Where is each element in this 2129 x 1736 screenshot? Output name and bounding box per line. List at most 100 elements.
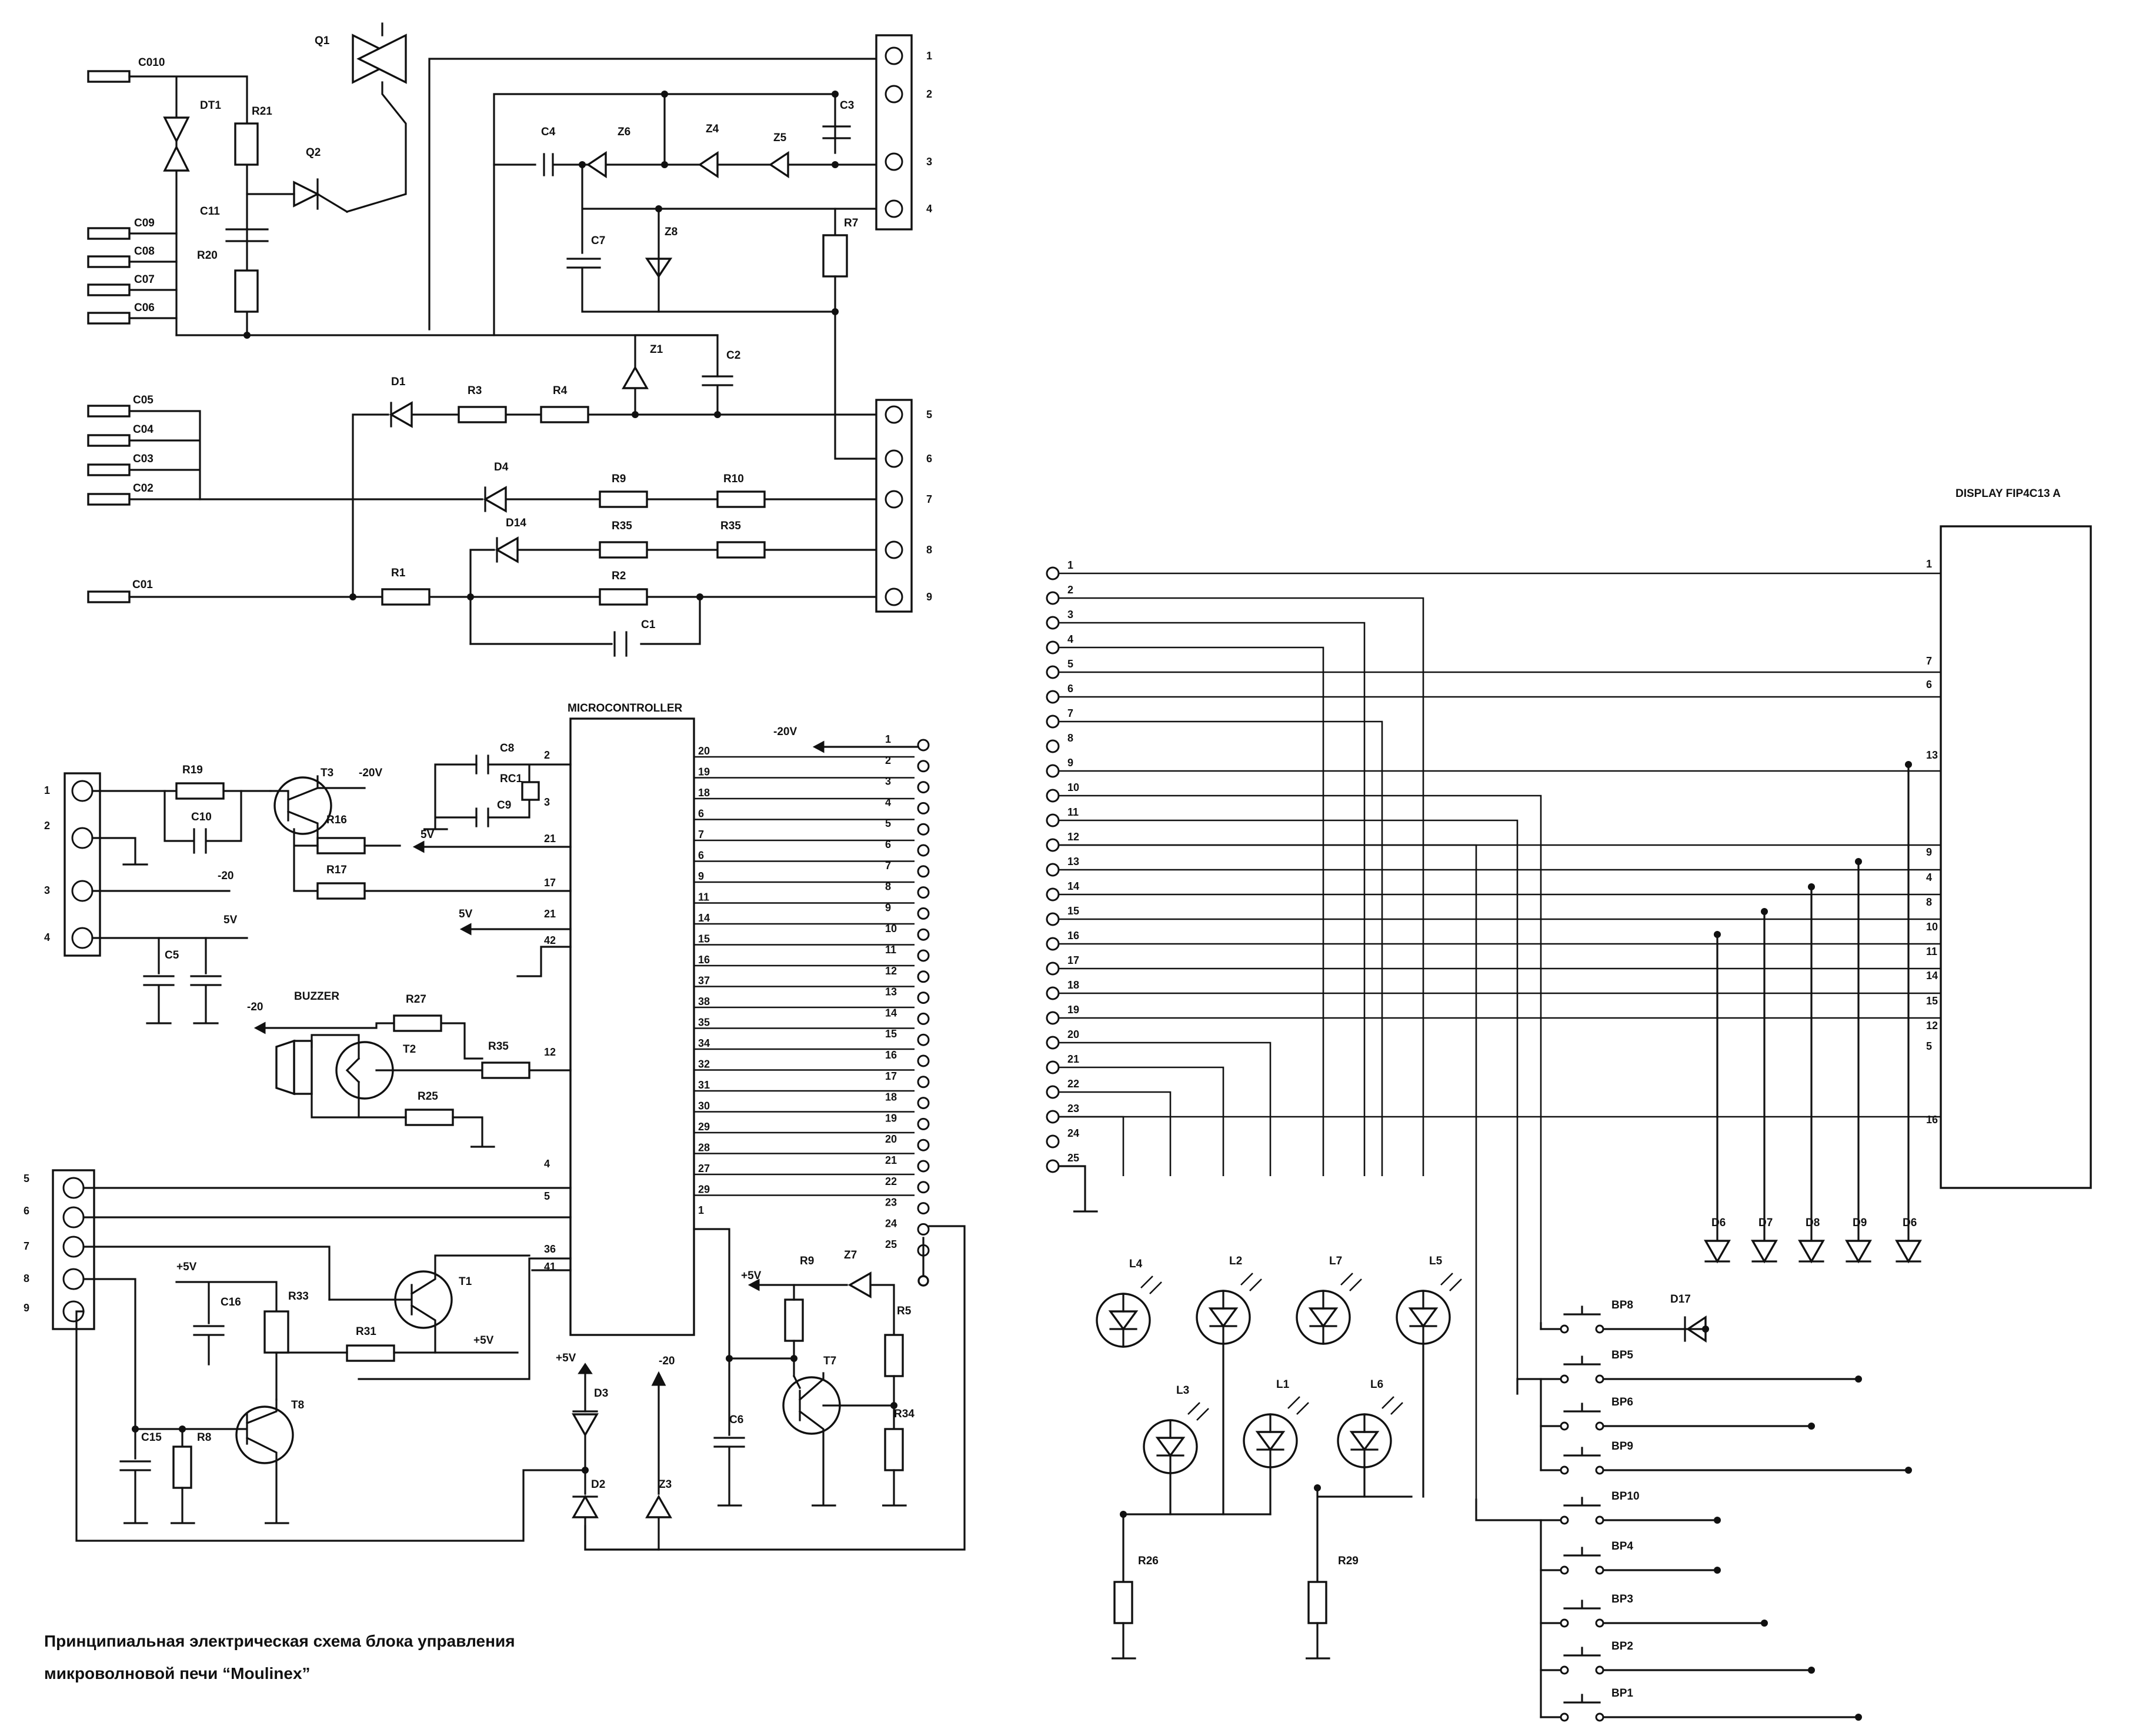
label-c8: C8 — [500, 742, 514, 755]
label-r20: R20 — [197, 249, 218, 262]
label-r25: R25 — [418, 1090, 438, 1103]
resistor-r33 — [263, 1310, 289, 1354]
mcu-right-pin-label: 29 — [698, 1121, 710, 1133]
left-conn-pin-label: 13 — [1067, 856, 1079, 867]
mcu-conn-pin — [917, 739, 930, 752]
button-bp8[interactable] — [1563, 1306, 1601, 1316]
display-pin-label: 8 — [1926, 896, 1932, 908]
label-l2: L2 — [1229, 1255, 1242, 1267]
mcu-conn-pin-label: 6 — [885, 839, 891, 850]
mcu-conn-pin — [917, 928, 930, 941]
display-pin-label: 14 — [1926, 970, 1938, 981]
button-bp4[interactable] — [1563, 1547, 1601, 1557]
connector-a — [875, 34, 913, 231]
button-bp6[interactable] — [1563, 1403, 1601, 1413]
left-conn-pin — [1046, 566, 1060, 580]
mcu-right-pin-label: 29 — [698, 1184, 710, 1196]
label-c05: C05 — [133, 394, 153, 406]
left-conn-pin-label: 9 — [1067, 757, 1073, 769]
label-bp4: BP4 — [1611, 1540, 1633, 1553]
mcu-left-pin-label: 4 — [544, 1158, 550, 1170]
label-l5: L5 — [1429, 1255, 1443, 1267]
left-conn-pin — [1046, 986, 1060, 1000]
label-c06: C06 — [134, 302, 155, 314]
left-conn-pin-label: 24 — [1067, 1127, 1079, 1139]
button-bp5[interactable] — [1563, 1356, 1601, 1366]
conn-b-pin — [885, 449, 903, 468]
button-bp2[interactable] — [1563, 1647, 1601, 1657]
label-c11: C11 — [200, 205, 220, 218]
label-c9: C9 — [497, 799, 511, 812]
label-r9-b: R9 — [800, 1255, 814, 1267]
display-pin-label: 7 — [1926, 655, 1932, 667]
mcu-conn-pin-label: 12 — [885, 965, 897, 977]
label-pos5v-b: +5V — [176, 1261, 197, 1273]
label-c2: C2 — [726, 349, 740, 362]
mcu-conn-pin — [917, 865, 930, 878]
mcu-conn-pin-label: 8 — [885, 881, 891, 893]
left-conn-pin-label: 10 — [1067, 782, 1079, 793]
label-c04: C04 — [133, 423, 153, 436]
label-pos5v-a: +5V — [473, 1334, 494, 1347]
diode-d14 — [495, 536, 519, 563]
label-r8: R8 — [197, 1431, 211, 1444]
label-d3: D3 — [594, 1387, 608, 1400]
label-d6b: D6 — [1903, 1217, 1917, 1229]
resistor-r9-b — [784, 1298, 804, 1342]
mcu-conn-pin — [917, 1033, 930, 1046]
left-conn-pin-label: 19 — [1067, 1004, 1079, 1016]
left-conn-pin-label: 18 — [1067, 979, 1079, 991]
svg-text:9: 9 — [24, 1302, 29, 1314]
mcu-conn-pin — [917, 991, 930, 1004]
mcu-conn-pin-label: 17 — [885, 1070, 897, 1082]
mcu-conn-pin-label: 25 — [885, 1238, 897, 1250]
label-t8: T8 — [291, 1399, 304, 1411]
resistor-r35-a — [599, 541, 648, 559]
mcu-right-pin-label: 32 — [698, 1059, 710, 1070]
mcu-right-pin-label: 16 — [698, 954, 710, 966]
label-r35-a: R35 — [612, 520, 632, 532]
mcu-conn-pin-label: 10 — [885, 923, 897, 934]
terminal-c03 — [87, 463, 131, 476]
label-l7: L7 — [1329, 1255, 1342, 1267]
left-conn-pin — [1046, 591, 1060, 605]
mcu-conn-pin-label: 15 — [885, 1028, 897, 1040]
label-d4: D4 — [494, 461, 509, 473]
connector-left-top — [64, 772, 101, 957]
mcu-left-pin-label: 12 — [544, 1046, 556, 1058]
resistor-r35-b — [716, 541, 766, 559]
svg-text:4: 4 — [44, 932, 50, 943]
mcu-title: MICROCONTROLLER — [568, 702, 683, 715]
display-pin-label: 9 — [1926, 846, 1932, 858]
label-neg20-c: -20 — [659, 1355, 675, 1367]
mcu-left-pin-label: 3 — [544, 796, 550, 808]
label-d1: D1 — [391, 376, 406, 388]
label-r29: R29 — [1338, 1555, 1359, 1567]
svg-text:7: 7 — [24, 1240, 29, 1252]
mcu-right-pin-label: 6 — [698, 808, 704, 820]
mcu-conn-pin — [917, 970, 930, 983]
mcu-conn-pin-label: 18 — [885, 1091, 897, 1103]
left-conn-pin-label: 2 — [1067, 584, 1073, 596]
conn-a-pin — [885, 199, 903, 218]
mcu-conn-pin-label: 22 — [885, 1176, 897, 1187]
label-t7: T7 — [823, 1355, 836, 1367]
mcu-conn-pin-label: 13 — [885, 986, 897, 998]
label-bp8: BP8 — [1611, 1299, 1633, 1311]
button-bp9[interactable] — [1563, 1447, 1601, 1457]
display-pin-label: 1 — [1926, 558, 1932, 570]
terminal-c04 — [87, 434, 131, 447]
crystal-rc1 — [521, 781, 540, 801]
diode-z4 — [698, 151, 719, 179]
conn-b-pin — [885, 405, 903, 424]
button-bp3[interactable] — [1563, 1600, 1601, 1610]
conn-b-pin-label: 5 — [926, 409, 932, 420]
display-pin-label: 11 — [1926, 946, 1937, 957]
label-l3: L3 — [1176, 1384, 1189, 1397]
resistor-r20 — [234, 269, 259, 313]
resistor-r21 — [234, 122, 259, 166]
label-5v-c: 5V — [223, 914, 238, 926]
label-r5: R5 — [897, 1305, 912, 1317]
button-bp1[interactable] — [1563, 1694, 1601, 1704]
button-bp10[interactable] — [1563, 1497, 1601, 1507]
